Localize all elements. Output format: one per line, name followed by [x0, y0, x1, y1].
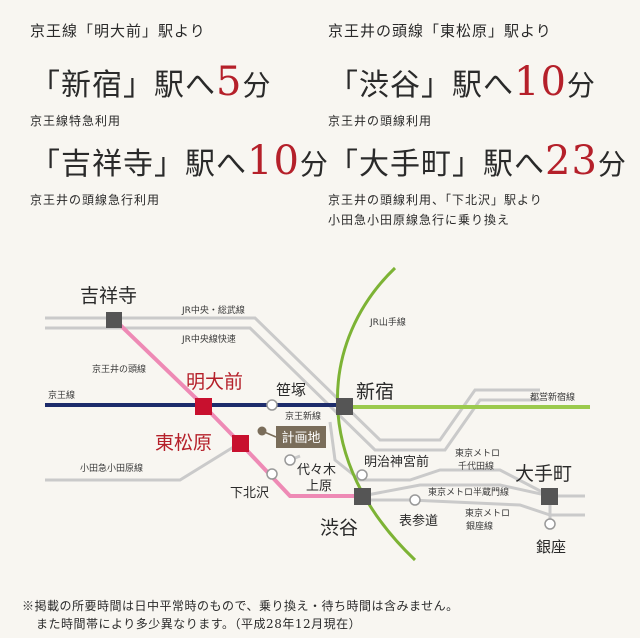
travel-time: 23	[545, 138, 598, 184]
destination-label: 「渋谷」駅へ	[328, 68, 514, 103]
time-unit: 分	[566, 69, 596, 102]
chuo-sobu-line	[45, 316, 540, 442]
route-meidaimae-kichijoji: 「吉祥寺」駅へ10分 京王井の頭線急行利用	[30, 138, 329, 210]
label-yamanote: JR山手線	[369, 316, 406, 328]
time-unit: 分	[299, 148, 329, 181]
route-origin: 京王井の頭線「東松原」駅より	[328, 22, 552, 40]
label-chiyoda-2: 千代田線	[458, 460, 494, 472]
site-label: 計画地	[281, 430, 320, 446]
station-meidaimae	[195, 398, 212, 415]
route-note: 京王井の頭線利用、「下北沢」駅より	[328, 193, 543, 207]
route-higashimatsubara-shibuya: 京王井の頭線「東松原」駅より 「渋谷」駅へ10分 京王井の頭線利用	[328, 20, 596, 131]
route-destination: 「吉祥寺」駅へ10分	[30, 138, 329, 184]
chuo-rapid-line	[45, 326, 540, 452]
label-chuo-rapid: JR中央線快速	[181, 333, 236, 345]
station-shinjuku	[336, 398, 353, 415]
site-pointer	[261, 430, 277, 438]
label-kichijoji: 吉祥寺	[80, 285, 137, 307]
label-otemachi: 大手町	[515, 463, 572, 485]
station-kichijoji	[106, 312, 122, 328]
travel-time: 5	[216, 59, 243, 105]
metro-lines	[289, 421, 585, 520]
label-shibuya: 渋谷	[320, 517, 358, 539]
route-origin: 京王線「明大前」駅より	[30, 22, 206, 40]
label-hanzomon: 東京メトロ半蔵門線	[428, 486, 509, 498]
label-keio: 京王線	[48, 389, 75, 401]
station-sasazuka	[266, 399, 278, 411]
label-shimokitazawa: 下北沢	[230, 486, 269, 501]
label-uehara: 上原	[306, 479, 332, 494]
route-higashimatsubara-otemachi: 「大手町」駅へ23分 京王井の頭線利用、「下北沢」駅より 小田急小田原線急行に乗…	[328, 138, 627, 230]
station-shibuya	[354, 488, 371, 505]
label-meijijingumae: 明治神宮前	[364, 454, 429, 470]
route-destination: 「渋谷」駅へ10分	[328, 59, 596, 105]
destination-label: 「大手町」駅へ	[328, 147, 545, 182]
station-shimokitazawa	[266, 468, 278, 480]
travel-time: 10	[514, 59, 567, 105]
route-note: 京王井の頭線急行利用	[30, 193, 161, 207]
label-higashimatsubara: 東松原	[155, 432, 212, 454]
label-shinjuku: 新宿	[356, 381, 394, 403]
label-ginza-line-1: 東京メトロ	[465, 507, 510, 519]
label-omotesando: 表参道	[399, 513, 438, 529]
station-meijijingumae	[356, 469, 368, 481]
label-inokashira: 京王井の頭線	[92, 363, 146, 375]
route-meidaimae-shinjuku: 京王線「明大前」駅より 「新宿」駅へ5分 京王線特急利用	[30, 20, 271, 131]
footnote-line-1: ※掲載の所要時間は日中平常時のもので、乗り換え・待ち時間は含みません。	[22, 599, 459, 613]
destination-label: 「吉祥寺」駅へ	[30, 147, 247, 182]
route-note: 京王井の頭線利用	[328, 114, 433, 128]
route-destination: 「新宿」駅へ5分	[30, 59, 271, 105]
ginza-line	[362, 498, 585, 517]
label-meidaimae: 明大前	[186, 371, 243, 393]
station-otemachi	[541, 488, 558, 505]
time-unit: 分	[597, 148, 627, 181]
route-note: 京王線特急利用	[30, 114, 122, 128]
station-higashimatsubara	[232, 435, 249, 452]
label-sasazuka: 笹塚	[276, 381, 306, 399]
label-yoyogi: 代々木	[297, 463, 336, 478]
label-ginza: 銀座	[536, 538, 566, 556]
label-keio-new: 京王新線	[285, 410, 321, 422]
label-odakyu: 小田急小田原線	[80, 462, 143, 474]
footnote: ※掲載の所要時間は日中平常時のもので、乗り換え・待ち時間は含みません。 また時間…	[22, 597, 459, 633]
travel-time: 10	[247, 138, 300, 184]
route-note-transfer: 小田急小田原線急行に乗り換え	[328, 213, 511, 227]
label-ginza-line-2: 銀座線	[466, 520, 493, 532]
hanzomon-line	[361, 483, 585, 498]
chuo-lines	[45, 316, 540, 452]
label-chuo-sobu: JR中央・総武線	[181, 304, 245, 316]
label-chiyoda-1: 東京メトロ	[455, 447, 500, 459]
site-label-box	[276, 426, 326, 448]
label-toei-shinjuku: 都営新宿線	[530, 391, 575, 403]
time-unit: 分	[242, 69, 272, 102]
destination-label: 「新宿」駅へ	[30, 68, 216, 103]
station-yoyogiuehara	[284, 454, 296, 466]
route-destination: 「大手町」駅へ23分	[328, 138, 627, 184]
station-omotesando	[409, 494, 421, 506]
station-ginza	[544, 518, 556, 530]
route-map: 計画地 吉祥寺 明大前 東松原 笹塚 新宿 渋谷 下北沢 代々木 上原 明治神宮…	[45, 266, 590, 562]
chiyoda-line	[328, 421, 551, 498]
footnote-line-2: また時間帯により多少異なります。（平成28年12月現在）	[36, 617, 362, 631]
